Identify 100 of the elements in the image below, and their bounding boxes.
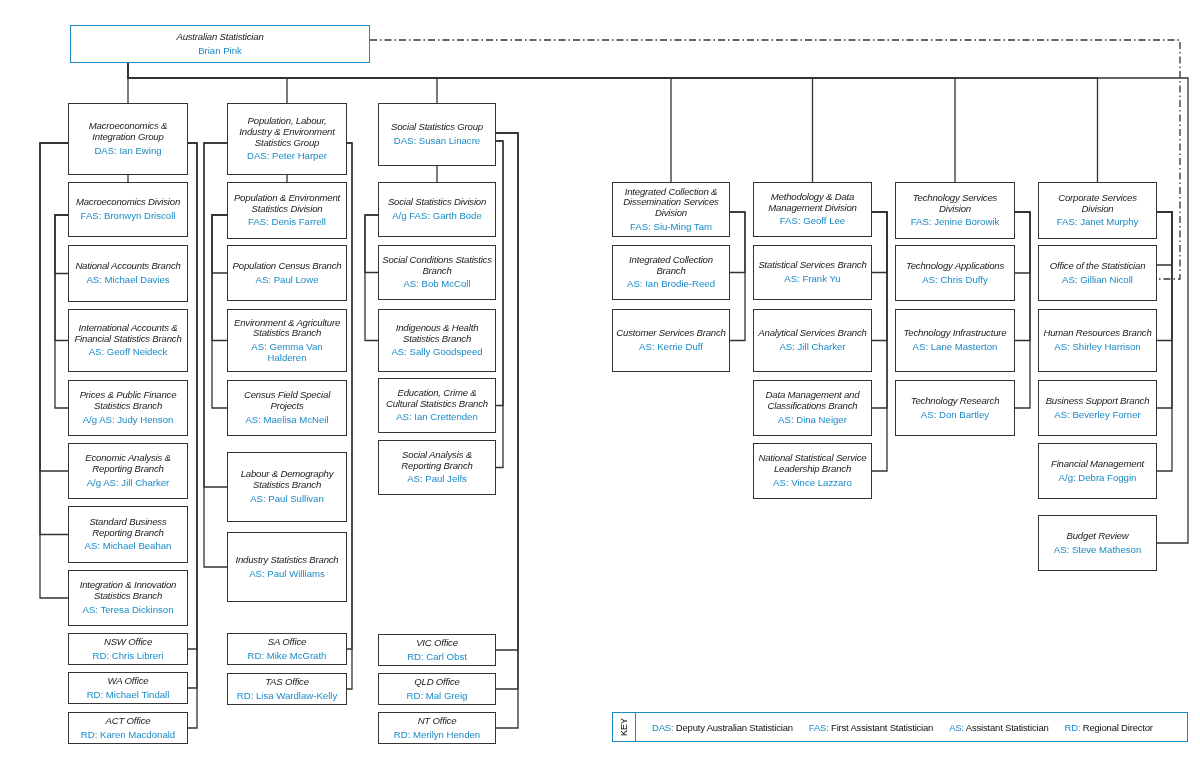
role-holder-text: FAS: Geoff Lee bbox=[779, 216, 846, 228]
org-unit-box bbox=[68, 103, 188, 175]
unit-name-text: Education, Crime & Cultural Statistics Branch bbox=[385, 387, 489, 410]
legend-entry: DAS: Deputy Australian Statistician bbox=[652, 721, 793, 733]
key-heading: KEY bbox=[619, 718, 629, 736]
connector-line bbox=[54, 214, 69, 409]
role-holder-text: AS: Lane Masterton bbox=[912, 342, 998, 353]
unit-name-text: Corporate Services Division bbox=[1057, 192, 1138, 215]
legend-entry: RD: Regional Director bbox=[1064, 721, 1153, 733]
role-holder-text: AS: Shirley Harrison bbox=[1054, 342, 1141, 353]
role-holder-text: DAS: Susan Linacre bbox=[393, 136, 481, 147]
unit-name-text: National Accounts Branch bbox=[75, 261, 181, 272]
org-unit-box bbox=[68, 182, 188, 237]
org-unit-box bbox=[227, 103, 347, 175]
org-unit-box bbox=[68, 245, 188, 302]
org-unit-box bbox=[227, 309, 347, 372]
connector-line bbox=[1014, 211, 1031, 409]
org-unit-box bbox=[68, 309, 188, 372]
role-holder-text: A/g AS: Judy Henson bbox=[82, 414, 174, 426]
role-holder-text: AS: Paul Williams bbox=[249, 568, 325, 580]
org-unit-box bbox=[68, 506, 188, 563]
role-holder-text: AS: Bob McColl bbox=[403, 279, 471, 291]
connector-line bbox=[495, 140, 504, 469]
org-unit-box bbox=[227, 245, 347, 301]
org-unit-box bbox=[612, 182, 730, 237]
unit-name-text: WA Office bbox=[107, 675, 149, 687]
role-holder-text: AS: Frank Yu bbox=[784, 274, 841, 285]
unit-name-text: Population & Environment Statistics Division bbox=[232, 192, 342, 215]
unit-name-text: Population, Labour, Industry & Environment Statistics Group bbox=[238, 116, 336, 149]
unit-name-text: NSW Office bbox=[103, 636, 153, 648]
role-holder-text: AS: Kerrie Duff bbox=[639, 342, 703, 353]
role-holder-text: AS: Beverley Forner bbox=[1054, 409, 1141, 421]
org-unit-box bbox=[1038, 182, 1157, 239]
org-unit-box bbox=[1038, 380, 1157, 436]
role-holder-text: AS: Maelisa McNeil bbox=[245, 414, 329, 426]
org-unit-box bbox=[378, 634, 496, 666]
org-unit-box bbox=[378, 182, 496, 237]
dashed-connector-line bbox=[369, 39, 1181, 280]
org-unit-box bbox=[612, 245, 730, 300]
org-unit-box bbox=[378, 378, 496, 433]
role-holder-text: A/g AS: Jill Charker bbox=[86, 477, 170, 489]
role-holder-text: FAS: Janet Murphy bbox=[1056, 217, 1139, 229]
role-holder-text: RD: Merilyn Henden bbox=[393, 729, 481, 741]
org-unit-box bbox=[1038, 309, 1157, 372]
unit-name-text: Social Analysis & Reporting Branch bbox=[400, 449, 474, 472]
connector-line bbox=[211, 214, 228, 409]
role-holder-text: FAS: Denis Farrell bbox=[248, 217, 326, 229]
connector-line bbox=[1156, 211, 1173, 472]
unit-name-text: National Statistical Service Leadership Branch bbox=[757, 453, 868, 475]
role-holder-text: RD: Lisa Wardlaw-Kelly bbox=[236, 690, 338, 702]
unit-name-text: NT Office bbox=[417, 715, 457, 727]
unit-name-text: Customer Services Branch bbox=[616, 328, 726, 339]
connector-line bbox=[203, 142, 228, 568]
connector-line bbox=[127, 174, 129, 183]
org-unit-box bbox=[753, 309, 872, 372]
role-holder-text: FAS: Siu-Ming Tam bbox=[630, 221, 712, 233]
unit-name-text: International Accounts & Financial Statistics Branch bbox=[73, 322, 183, 345]
role-holder-text: AS: Steve Matheson bbox=[1053, 544, 1142, 556]
role-holder-text: AS: Don Bartley bbox=[920, 409, 990, 421]
role-holder-text: AS: Gemma Van Halderen bbox=[250, 342, 324, 364]
legend-entry: AS: Assistant Statistician bbox=[949, 721, 1049, 733]
org-unit-box bbox=[1038, 443, 1157, 499]
org-unit-box bbox=[753, 380, 872, 436]
org-unit-box bbox=[227, 633, 347, 665]
org-unit-box bbox=[1038, 245, 1157, 301]
unit-name-text: Data Management and Classifications Branch bbox=[764, 390, 861, 412]
unit-name-text: Business Support Branch bbox=[1045, 395, 1150, 407]
org-unit-box bbox=[70, 25, 370, 63]
org-unit-box bbox=[378, 245, 496, 300]
unit-name-text: Technology Applications bbox=[905, 260, 1005, 272]
unit-name-text: Analytical Services Branch bbox=[758, 328, 867, 339]
role-holder-text: RD: Michael Tindall bbox=[86, 689, 170, 701]
unit-name-text: Human Resources Branch bbox=[1043, 328, 1152, 339]
org-unit-box bbox=[378, 309, 496, 372]
role-holder-text: AS: Teresa Dickinson bbox=[82, 604, 174, 616]
unit-name-text: Industry Statistics Branch bbox=[235, 554, 339, 566]
org-unit-box bbox=[68, 570, 188, 626]
role-holder-text: Brian Pink bbox=[198, 45, 242, 57]
role-holder-text: AS: Paul Lowe bbox=[255, 274, 319, 286]
role-holder-text: RD: Mal Greig bbox=[406, 690, 468, 702]
role-holder-text: FAS: Bronwyn Driscoll bbox=[80, 211, 176, 222]
unit-name-text: Macroeconomics Division bbox=[75, 197, 181, 208]
role-holder-text: AS: Michael Davies bbox=[86, 275, 170, 286]
connector-line bbox=[286, 174, 288, 183]
connector-line bbox=[364, 214, 379, 342]
role-holder-text: AS: Michael Beahan bbox=[84, 541, 172, 553]
org-unit-box bbox=[753, 443, 872, 499]
role-holder-text: DAS: Peter Harper bbox=[247, 151, 327, 162]
role-holder-text: RD: Mike McGrath bbox=[247, 650, 327, 662]
unit-name-text: Financial Management bbox=[1050, 458, 1145, 470]
org-unit-box bbox=[378, 712, 496, 744]
org-unit-box bbox=[612, 309, 730, 372]
unit-name-text: Integrated Collection Branch bbox=[628, 254, 714, 277]
unit-name-text: QLD Office bbox=[414, 676, 460, 688]
unit-name-text: Macroeconomics & Integration Group bbox=[87, 121, 169, 143]
role-holder-text: AS: Ian Brodie-Reed bbox=[627, 279, 715, 291]
org-unit-box bbox=[68, 443, 188, 499]
role-holder-text: AS: Geoff Neideck bbox=[88, 347, 168, 359]
unit-name-text: ACT Office bbox=[105, 715, 151, 727]
org-unit-box bbox=[895, 182, 1015, 239]
